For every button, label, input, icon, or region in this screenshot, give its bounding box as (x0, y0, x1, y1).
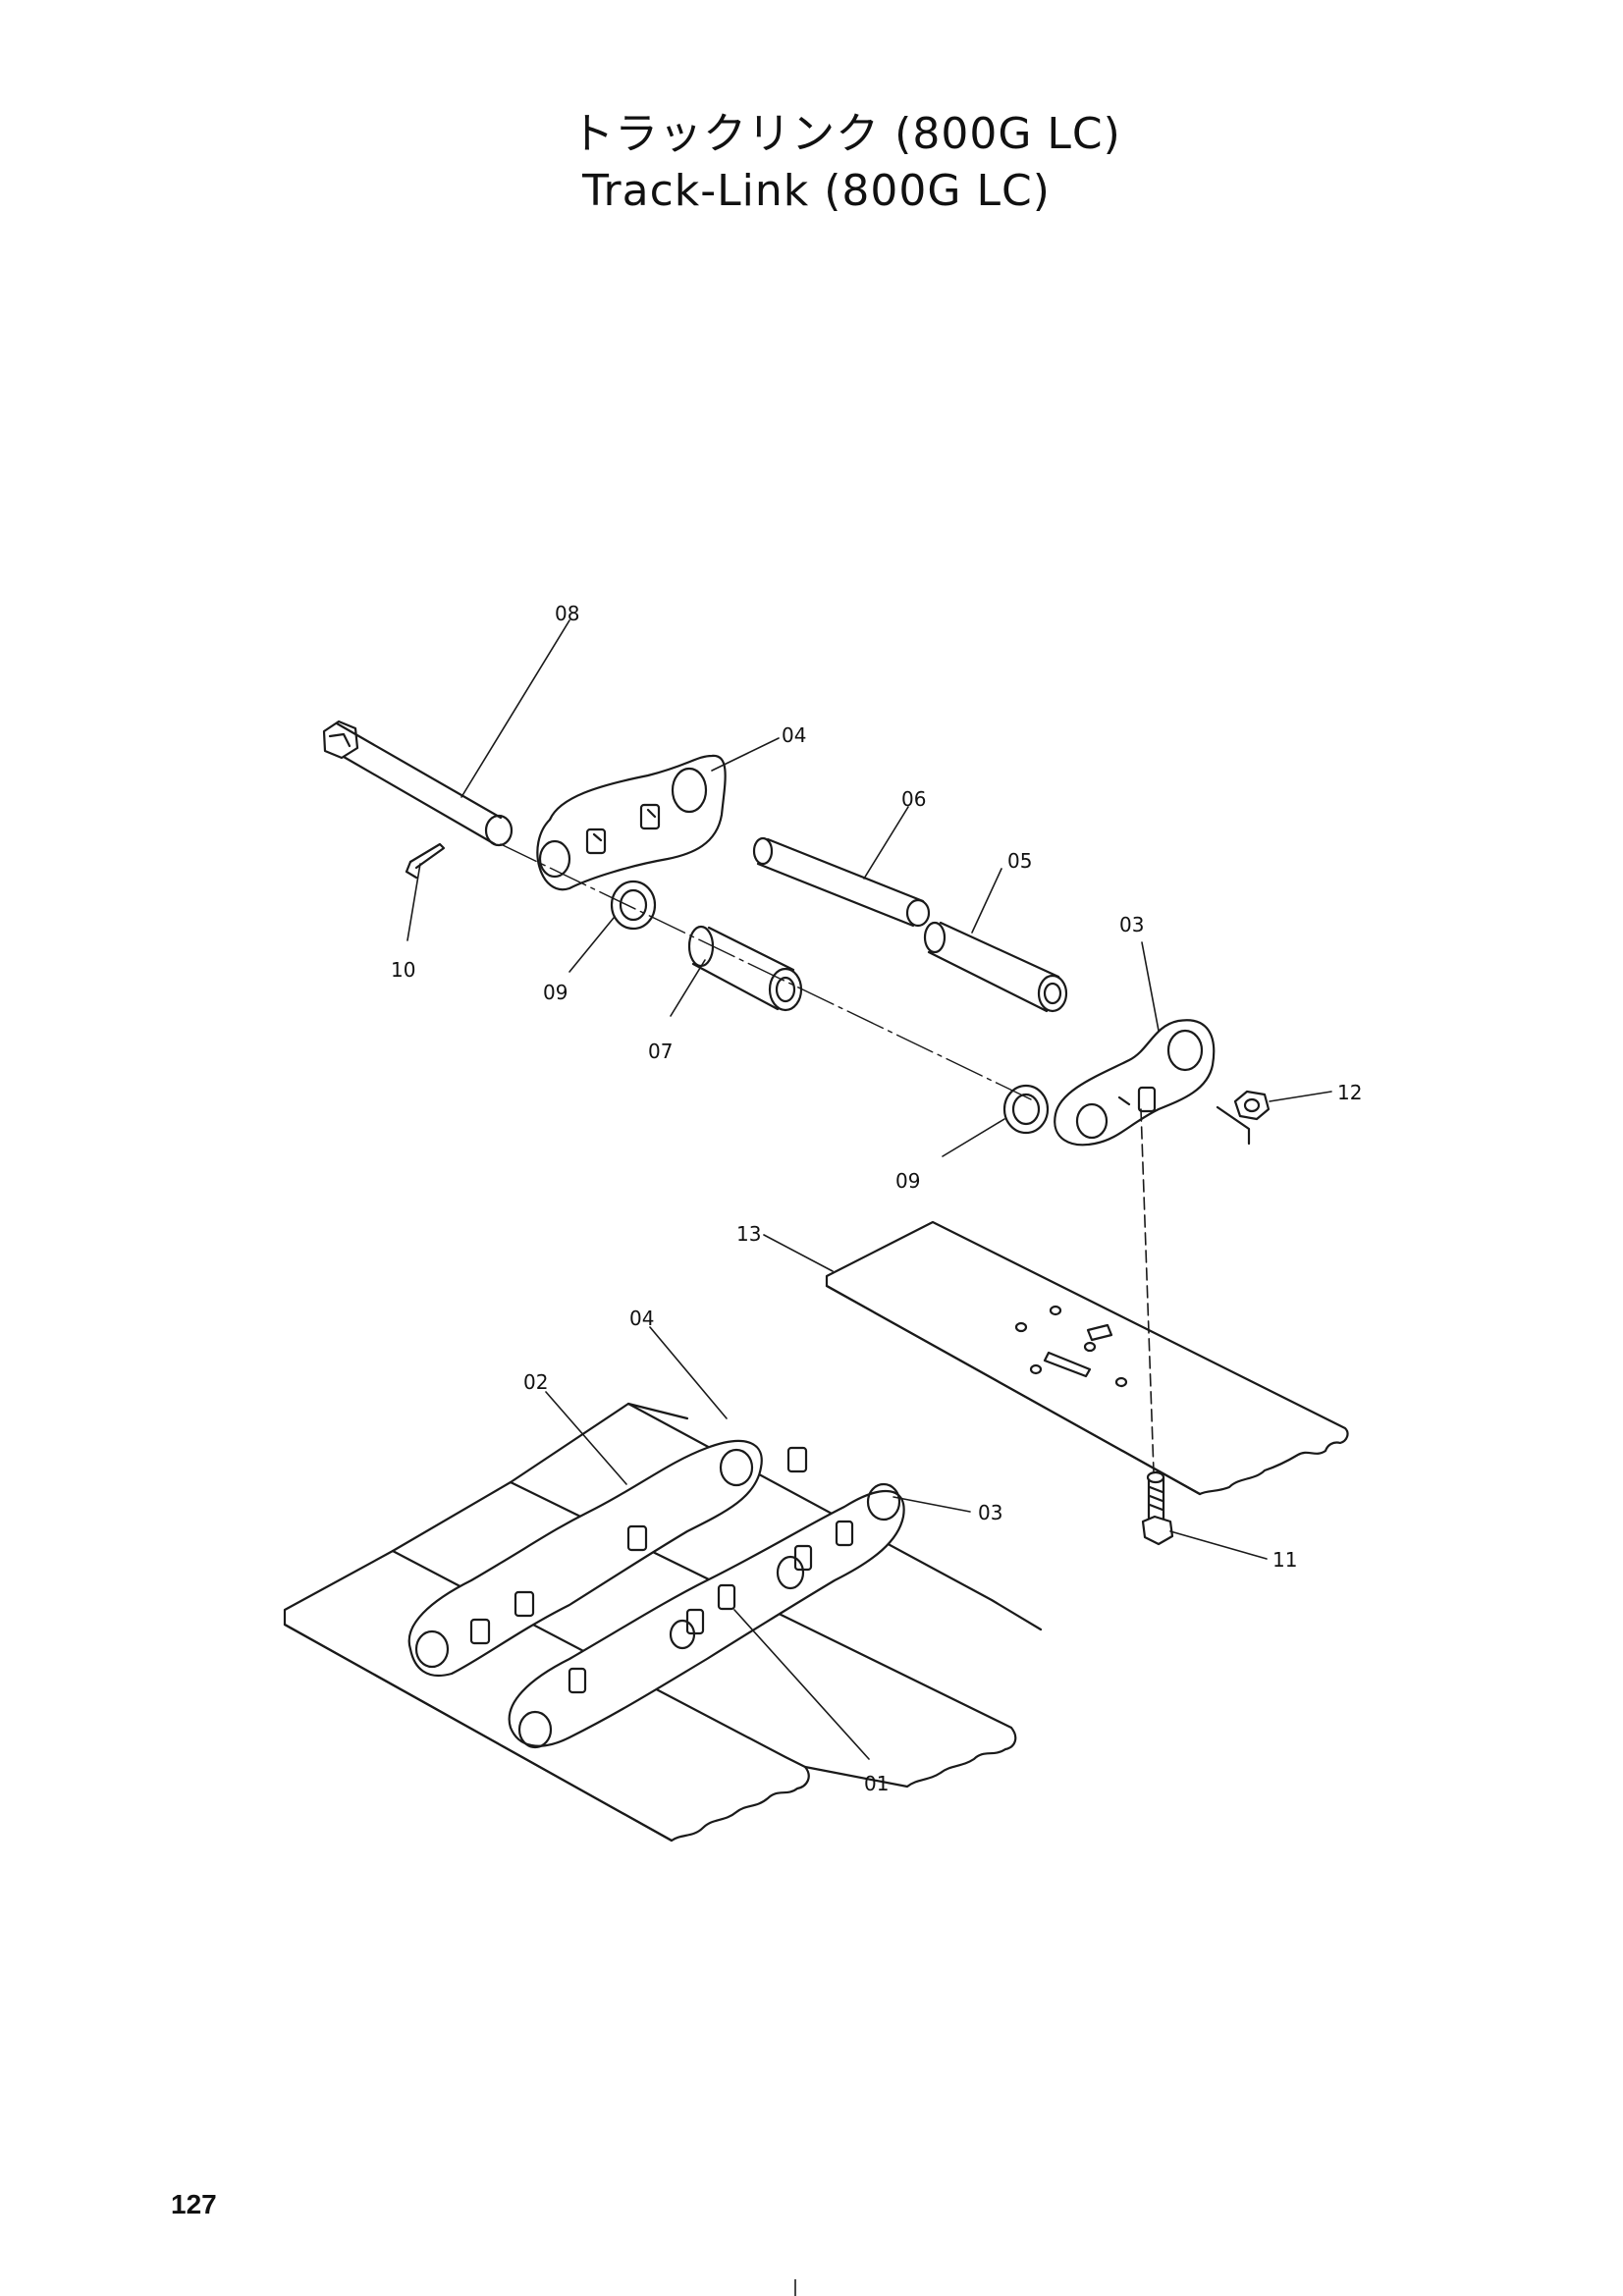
leader-lines (406, 619, 1332, 1760)
link-part-03-upper (1054, 1019, 1216, 1147)
callout-09-left: 09 (543, 981, 568, 1004)
callout-03-top: 03 (1119, 913, 1144, 936)
shoe-bolt-part-11 (1141, 1470, 1174, 1546)
seal-part-09-left (610, 880, 657, 931)
bushing-part-07 (687, 925, 803, 1012)
callout-02: 02 (523, 1370, 548, 1394)
spacer-part-06 (752, 836, 931, 928)
title-japanese: トラックリンク (800G LC) (570, 109, 1121, 159)
callout-12: 12 (1337, 1081, 1362, 1104)
callout-04-bottom: 04 (629, 1307, 654, 1330)
callout-05: 05 (1007, 849, 1032, 873)
page-number: 127 (171, 2189, 217, 2219)
track-shoe-part-13 (825, 1220, 1349, 1496)
pin-axis-centerline (500, 843, 1032, 1100)
spacer-part-05 (923, 921, 1068, 1013)
callout-11: 11 (1272, 1548, 1297, 1572)
callout-13: 13 (736, 1222, 761, 1246)
callout-08: 08 (555, 602, 579, 625)
callout-09-right: 09 (895, 1169, 920, 1193)
lock-pin-part-10 (405, 842, 446, 880)
seal-part-09-right (1002, 1084, 1050, 1135)
page-title: トラックリンク (800G LC) Track-Link (800G LC) (0, 106, 1623, 220)
track-pin-part-08 (322, 720, 514, 847)
callout-04-top: 04 (782, 723, 806, 747)
link-part-04-upper (536, 754, 727, 891)
nut-part-12 (1216, 1090, 1271, 1146)
assembled-track-group (283, 1402, 1043, 1842)
bolt-axis-centerline (1140, 1108, 1155, 1473)
title-english: Track-Link (800G LC) (582, 166, 1051, 216)
callout-06: 06 (901, 787, 926, 811)
callout-10: 10 (391, 958, 415, 982)
callout-01: 01 (864, 1772, 889, 1795)
callout-03-bottom: 03 (978, 1501, 1002, 1524)
callout-07: 07 (648, 1040, 673, 1063)
